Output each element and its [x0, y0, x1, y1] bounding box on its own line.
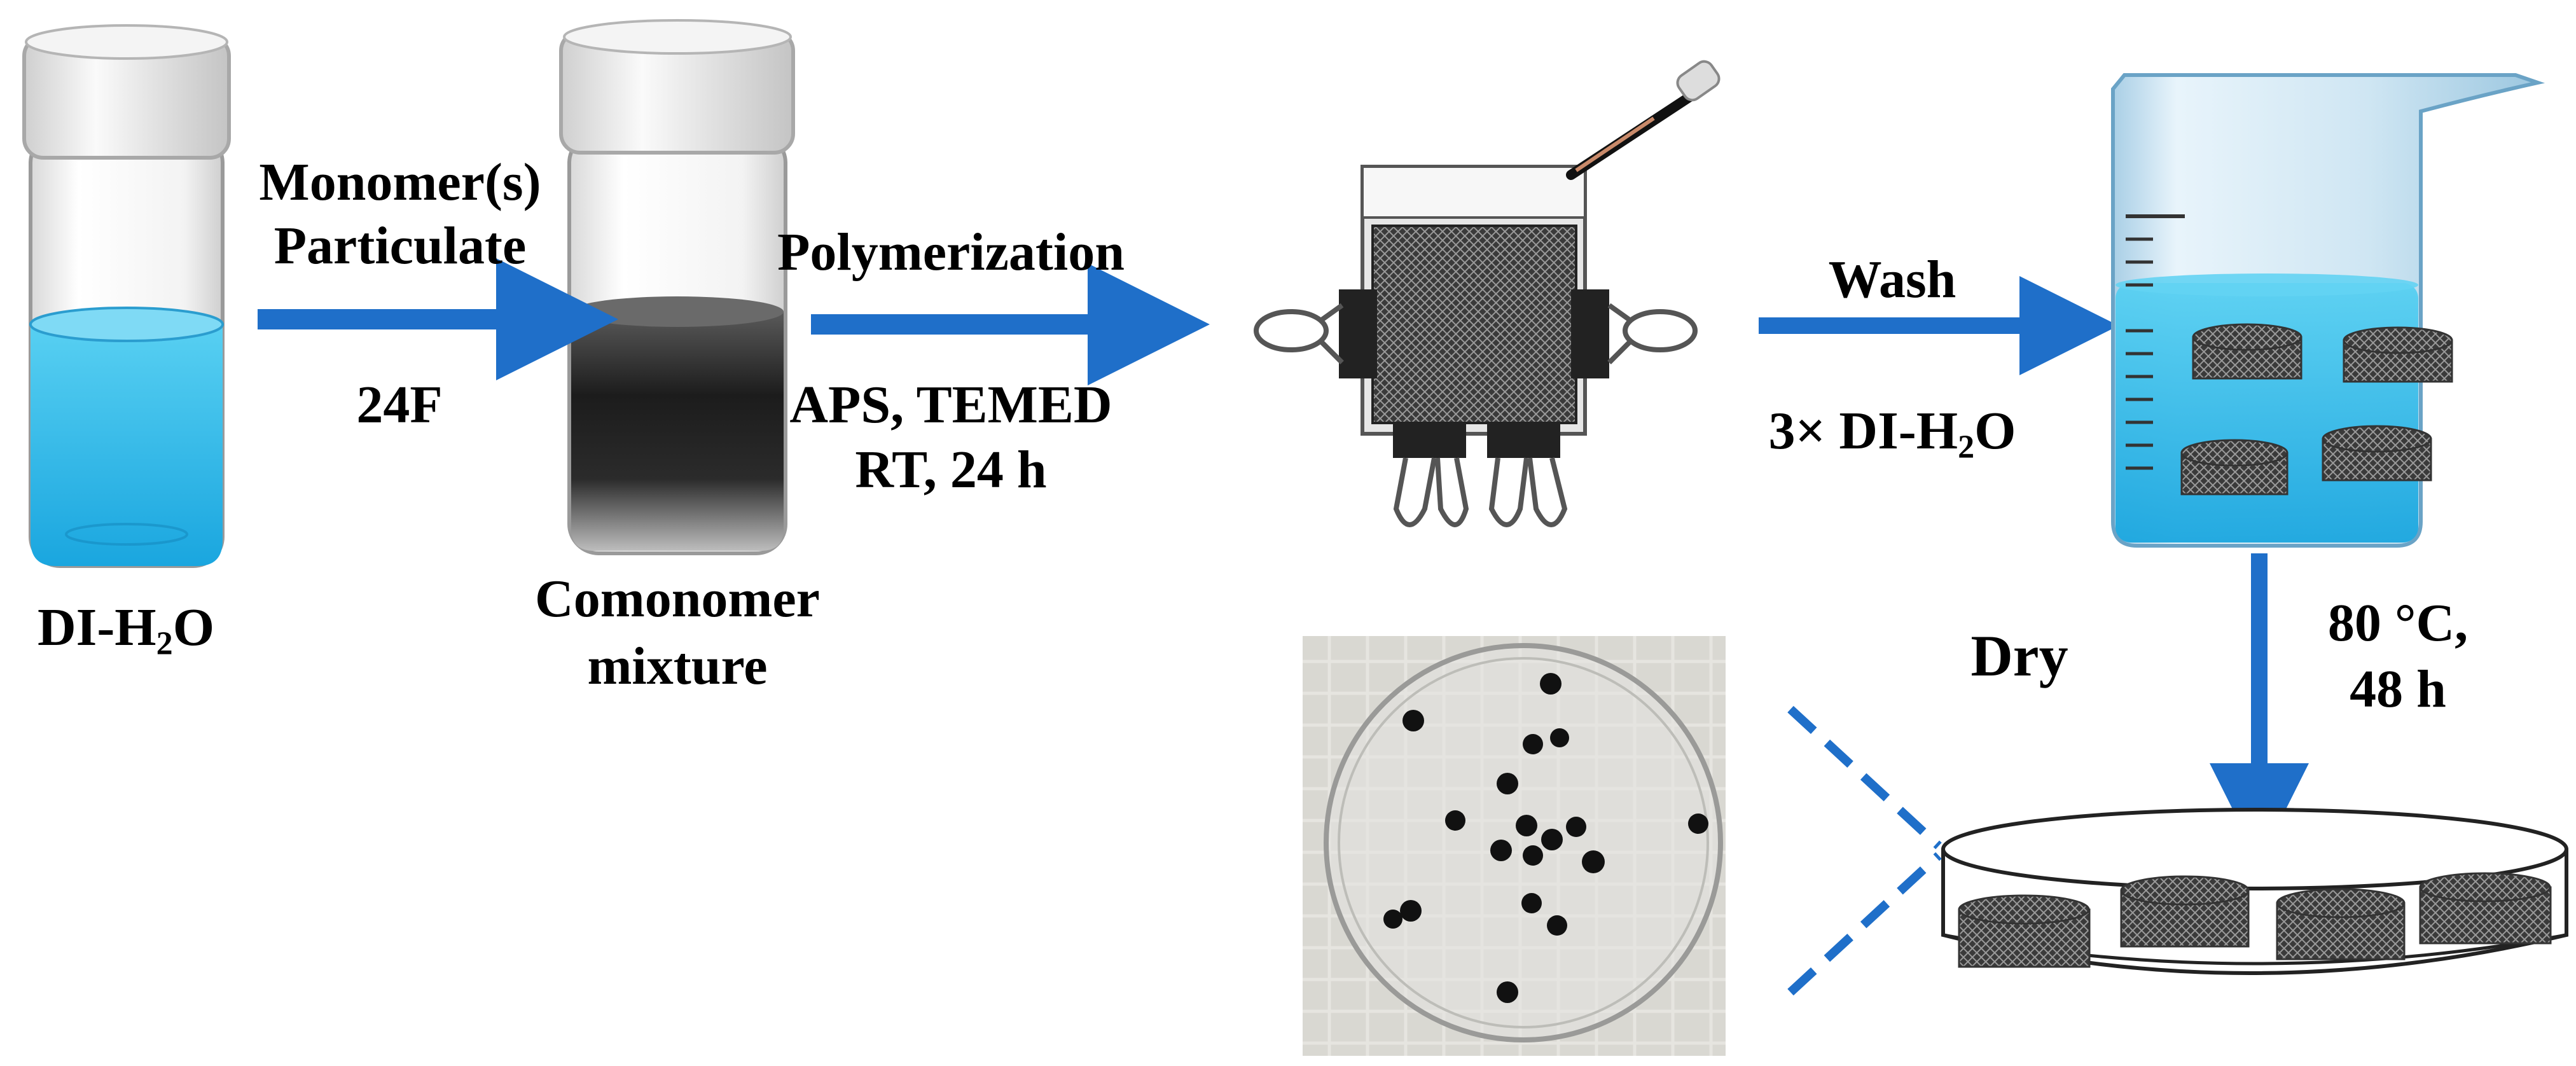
arrow-1-reagent-label: Monomer(s) Particulate — [259, 153, 541, 275]
dashed-callout-lines — [1787, 705, 1942, 996]
petri-dish-icon — [1941, 808, 2568, 975]
water-vial-label: DI-H2O — [37, 598, 215, 662]
gel-disc-icon — [2192, 323, 2302, 380]
dry-label: Dry — [1970, 623, 2068, 688]
vial-water-icon — [22, 24, 231, 568]
arrow-3-conditions-label: 3× DI-H2O — [1768, 401, 2016, 466]
arrow-4-conditions-label: 80 °C, 48 h — [2327, 593, 2469, 719]
arrow-3-process-label: Wash — [1828, 250, 1956, 309]
vial-mixture-icon — [559, 19, 795, 555]
mixture-vial-label: Comonomer mixture — [535, 569, 820, 696]
arrow-2-process-label: Polymerization — [777, 223, 1125, 282]
glass-mold-with-binder-clips-icon — [1254, 165, 1698, 527]
pipette-icon — [1566, 60, 1721, 180]
arrow-1-code-label: 24F — [356, 375, 443, 434]
beaker-icon — [2111, 73, 2545, 548]
petri-dish-photo — [1303, 636, 1726, 1056]
arrow-2-conditions-label: APS, TEMED RT, 24 h — [789, 375, 1112, 499]
